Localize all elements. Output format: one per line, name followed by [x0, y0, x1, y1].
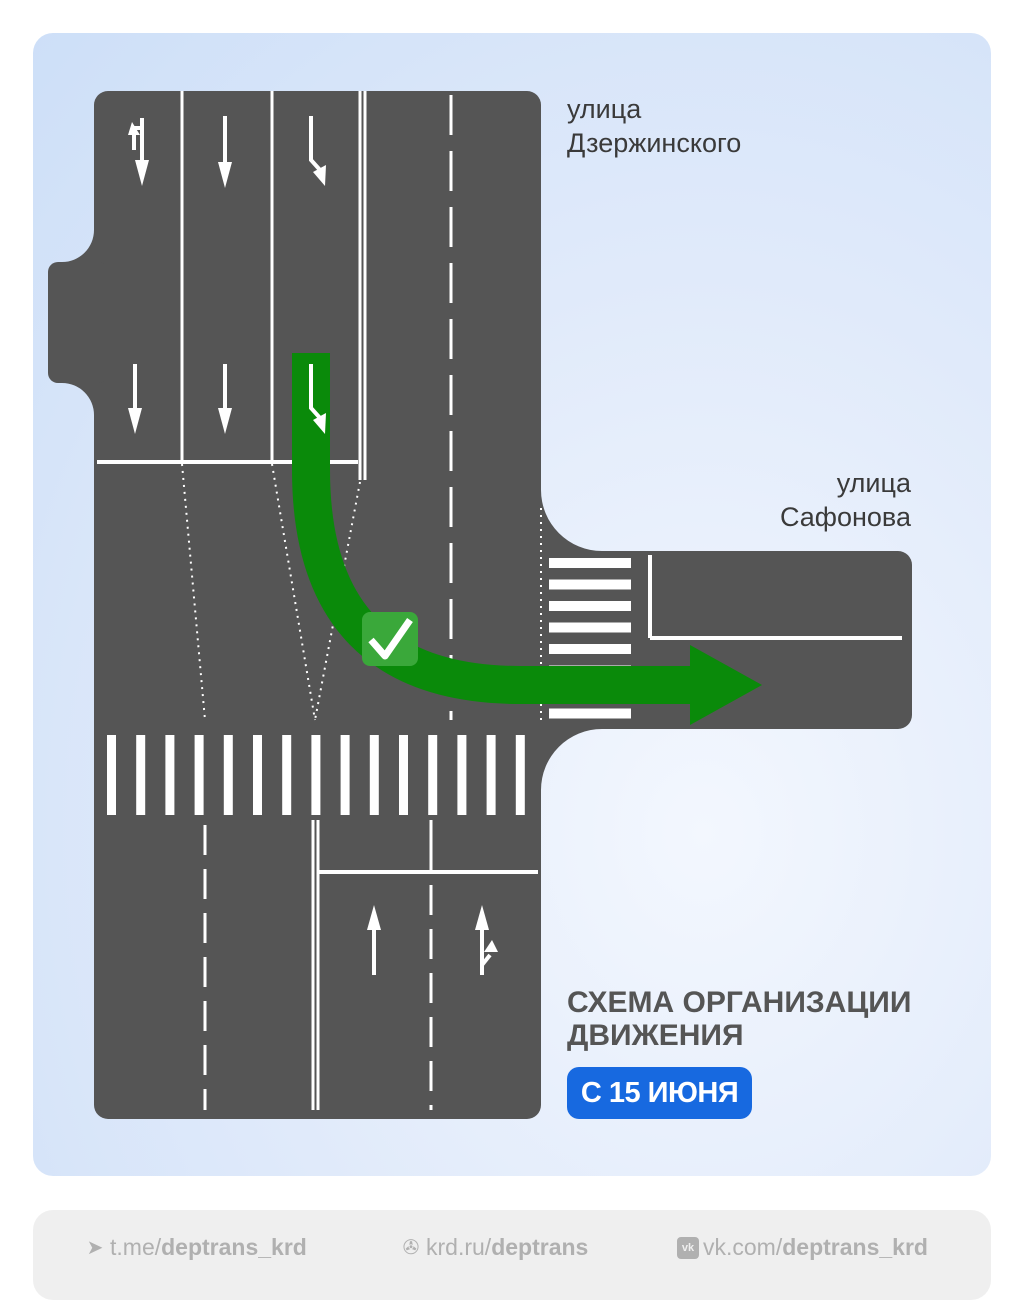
telegram-link[interactable]: ➤ t.me/deptrans_krd — [84, 1234, 307, 1261]
road-surface — [48, 91, 912, 1119]
telegram-icon: ➤ — [86, 1236, 104, 1259]
street-label-dzerzhinskogo-2: Дзержинского — [567, 128, 741, 158]
link-prefix: krd.ru/ — [426, 1234, 492, 1260]
straight-arrow-icon — [128, 364, 142, 434]
krd-logo-icon: ✇ — [402, 1236, 420, 1259]
scheme-title-line1: СХЕМА ОРГАНИЗАЦИИ — [567, 986, 911, 1019]
straight-arrow-icon — [218, 116, 232, 188]
crosswalk-stripe — [165, 735, 175, 815]
crosswalk-stripe — [253, 735, 262, 815]
crosswalk-stripe — [282, 735, 292, 815]
link-prefix: t.me/ — [110, 1234, 162, 1260]
link-bold: deptrans_krd — [161, 1234, 307, 1260]
street-label-safonova-1: улица — [837, 468, 912, 498]
crosswalk-stripe — [223, 735, 233, 815]
crosswalk-stripe — [515, 735, 525, 815]
crosswalk-stripe — [107, 735, 116, 815]
krd-link[interactable]: ✇ krd.ru/deptrans — [400, 1234, 589, 1261]
link-prefix: vk.com/ — [703, 1234, 783, 1260]
lane-arrows — [128, 116, 326, 434]
crosswalk-stripe — [369, 735, 379, 815]
link-bold: deptrans_krd — [782, 1234, 928, 1260]
date-badge: С 15 ИЮНЯ — [567, 1067, 752, 1119]
scheme-title-line2: ДВИЖЕНИЯ — [567, 1019, 744, 1052]
vk-link[interactable]: vk vk.com/deptrans_krd — [677, 1234, 928, 1261]
crosswalk-stripe — [136, 735, 146, 815]
lane-markings — [97, 91, 902, 1110]
crosswalk-stripe — [428, 735, 438, 815]
crosswalk-stripe — [340, 735, 350, 815]
crosswalk-stripe — [549, 644, 631, 654]
route-arrowhead — [690, 645, 762, 725]
crosswalk-stripe — [399, 735, 408, 815]
straight-right-arrow-icon — [475, 905, 498, 975]
crosswalk-stripe — [194, 735, 204, 815]
check-mark-icon — [362, 612, 418, 666]
right-turn-arrow-icon — [309, 116, 326, 186]
crosswalk-stripe — [549, 708, 631, 719]
crosswalk-stripe — [486, 735, 496, 815]
straight-arrow-icon — [218, 364, 232, 434]
crosswalk-stripe — [549, 558, 631, 568]
crosswalk-south — [107, 735, 525, 815]
link-bold: deptrans — [491, 1234, 589, 1260]
straight-left-arrow-icon — [128, 118, 149, 186]
crosswalk-stripe — [549, 622, 631, 633]
street-label-dzerzhinskogo-1: улица — [567, 94, 642, 124]
straight-arrow-icon — [367, 905, 381, 975]
intersection-diagram: улица Дзержинского улица Сафонова СХЕМА … — [48, 91, 912, 1119]
crosswalk-stripe — [549, 579, 631, 590]
vk-icon: vk — [677, 1236, 699, 1259]
street-label-safonova-2: Сафонова — [780, 502, 912, 532]
crosswalk-stripe — [549, 601, 631, 611]
right-turn-arrow-icon — [309, 364, 326, 434]
crosswalk-stripe — [311, 735, 321, 815]
crosswalk-stripe — [457, 735, 467, 815]
